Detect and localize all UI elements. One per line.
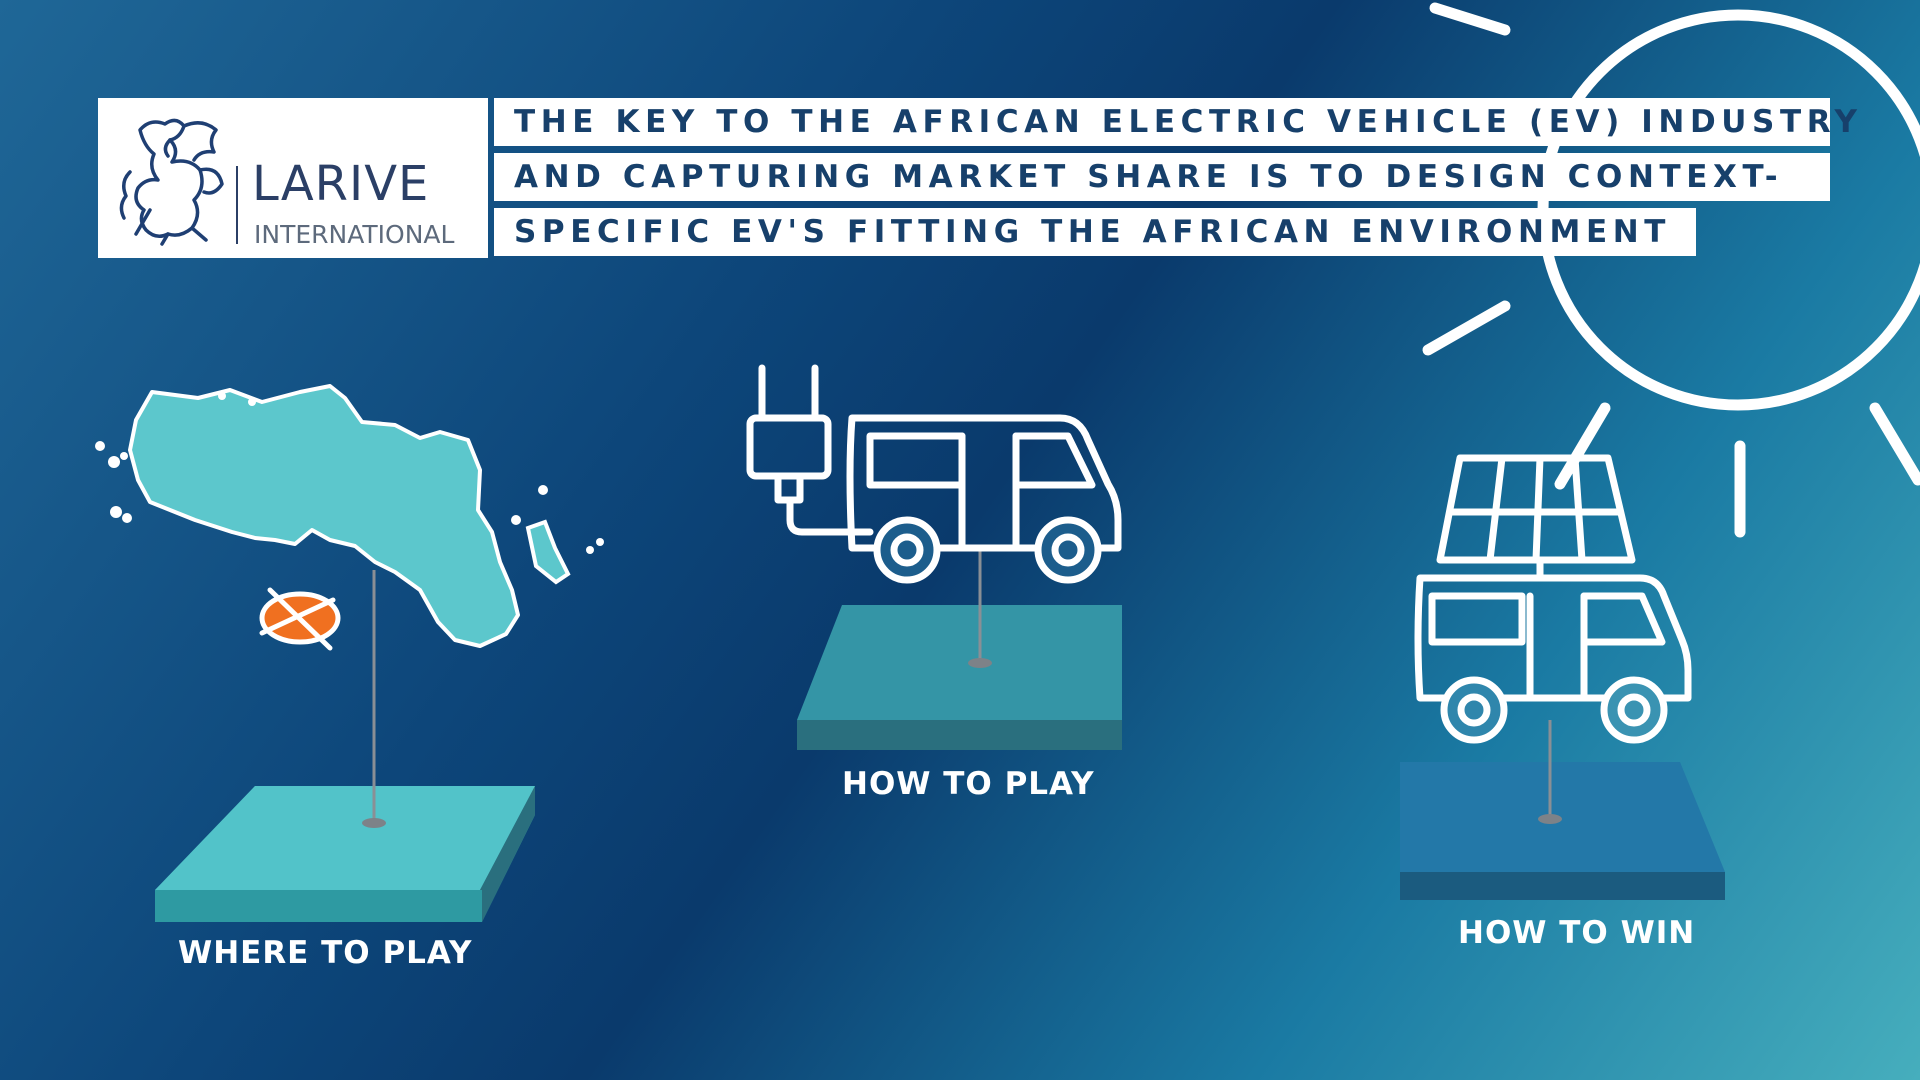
solar-van-icon <box>1414 454 1692 744</box>
label-how-to-play: HOW TO PLAY <box>842 766 1095 802</box>
label-where-to-play: WHERE TO PLAY <box>178 935 473 971</box>
griffin-logo-icon <box>119 118 224 246</box>
label-how-to-win: HOW TO WIN <box>1458 915 1696 951</box>
platform-where-to-play <box>155 786 535 922</box>
target-marker-icon <box>259 587 341 651</box>
sun-icon <box>1422 2 1920 538</box>
headline-line-3: SPECIFIC EV'S FITTING THE AFRICAN ENVIRO… <box>494 208 1696 256</box>
logo-divider <box>236 166 238 244</box>
brand-subtitle: INTERNATIONAL <box>254 220 455 249</box>
africa-map-icon <box>95 384 604 648</box>
platform-how-to-win <box>1400 762 1725 900</box>
logo-box <box>98 98 488 258</box>
platform-how-to-play <box>797 605 1122 750</box>
headline-line-1: THE KEY TO THE AFRICAN ELECTRIC VEHICLE … <box>494 98 1857 146</box>
electric-van-plug-icon <box>746 364 1122 584</box>
brand-name: LARIVE <box>252 156 430 212</box>
headline-line-2: AND CAPTURING MARKET SHARE IS TO DESIGN … <box>494 153 1830 201</box>
